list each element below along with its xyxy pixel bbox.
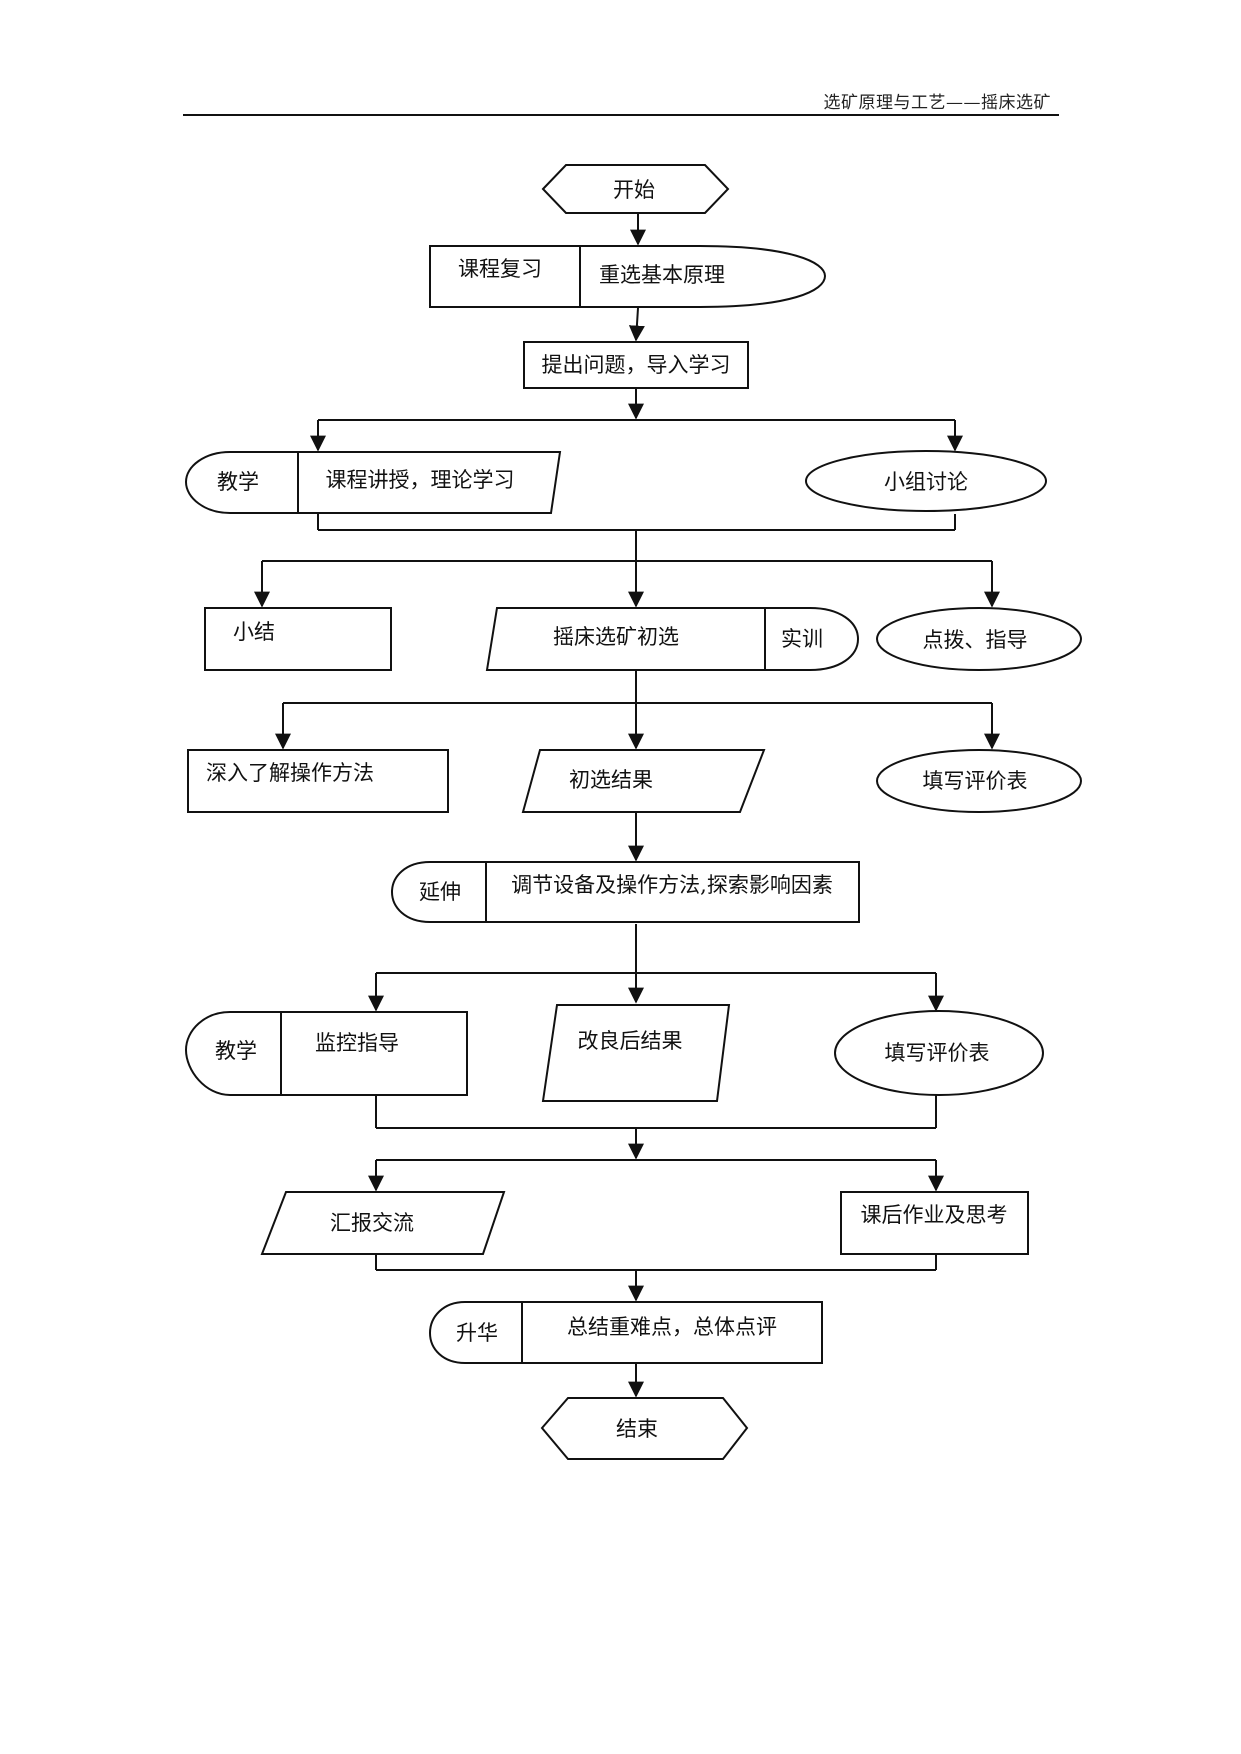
evaluation-label-2: 填写评价表 xyxy=(885,1041,990,1065)
sublimate-node: 升华 总结重难点，总体点评 xyxy=(428,1301,823,1364)
teaching-label-1: 教学 xyxy=(217,470,259,494)
extension-content: 调节设备及操作方法,探索影响因素 xyxy=(511,873,833,897)
page-header-title: 选矿原理与工艺——摇床选矿 xyxy=(823,93,1051,113)
homework-node: 课后作业及思考 xyxy=(840,1191,1029,1255)
guidance-label: 点拨、指导 xyxy=(923,628,1028,652)
teaching-label-2: 教学 xyxy=(215,1039,257,1063)
review-node: 课程复习 重选基本原理 xyxy=(429,245,827,308)
report-label: 汇报交流 xyxy=(330,1211,414,1235)
initial-result-node: 初选结果 xyxy=(521,749,766,813)
teaching-content-1: 课程讲授，理论学习 xyxy=(326,468,515,492)
question-node: 提出问题，导入学习 xyxy=(523,341,749,389)
deep-method-node: 深入了解操作方法 xyxy=(187,749,449,813)
evaluation-node-2: 填写评价表 xyxy=(834,1010,1044,1096)
deep-method-label: 深入了解操作方法 xyxy=(206,761,374,785)
evaluation-node-1: 填写评价表 xyxy=(876,749,1082,813)
teaching-node-2: 教学 监控指导 xyxy=(184,1011,468,1096)
initial-result-label: 初选结果 xyxy=(569,768,653,792)
guidance-node: 点拨、指导 xyxy=(876,607,1082,671)
sublimate-content: 总结重难点，总体点评 xyxy=(567,1315,777,1339)
improved-result-node: 改良后结果 xyxy=(541,1004,731,1102)
shaking-table-label: 摇床选矿初选 xyxy=(553,625,679,649)
summary-node: 小结 xyxy=(204,607,392,671)
practice-label: 实训 xyxy=(781,627,823,651)
group-discussion-label: 小组讨论 xyxy=(884,470,968,494)
summary-label: 小结 xyxy=(233,620,275,644)
homework-label: 课后作业及思考 xyxy=(861,1203,1008,1227)
extension-node: 延伸 调节设备及操作方法,探索影响因素 xyxy=(390,861,860,923)
report-node: 汇报交流 xyxy=(260,1191,506,1255)
start-node: 开始 xyxy=(541,164,730,214)
end-node: 结束 xyxy=(540,1397,749,1460)
end-label: 结束 xyxy=(616,1417,658,1441)
question-label: 提出问题，导入学习 xyxy=(542,353,731,377)
teaching-node-1: 教学 课程讲授，理论学习 xyxy=(184,451,562,514)
sublimate-label: 升华 xyxy=(456,1321,498,1345)
shaking-table-node: 摇床选矿初选 实训 xyxy=(485,607,860,671)
header-rule xyxy=(183,114,1059,116)
evaluation-label-1: 填写评价表 xyxy=(923,769,1028,793)
review-label: 课程复习 xyxy=(458,257,542,281)
improved-result-label: 改良后结果 xyxy=(578,1029,683,1053)
connectors xyxy=(254,214,1000,1398)
extension-label: 延伸 xyxy=(419,880,461,904)
start-label: 开始 xyxy=(613,178,655,202)
monitor-label: 监控指导 xyxy=(315,1031,399,1055)
review-content: 重选基本原理 xyxy=(599,263,725,287)
group-discussion-node: 小组讨论 xyxy=(805,450,1047,512)
